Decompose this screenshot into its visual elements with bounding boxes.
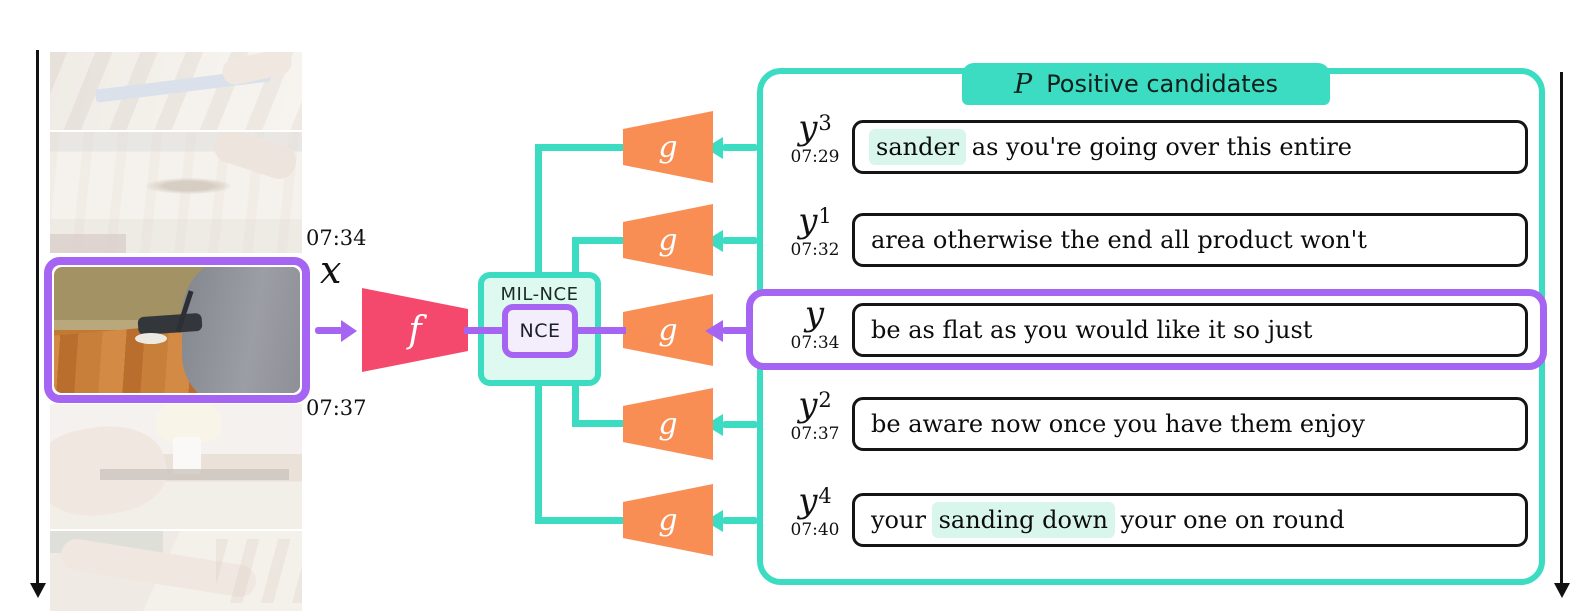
clip-end-time: 07:37	[306, 396, 367, 420]
clip-start-time: 07:34	[306, 226, 367, 250]
candidate-caption-2: area otherwise the end all product won't	[852, 213, 1528, 267]
candidate-caption-4: be aware now once you have them enjoy	[852, 397, 1528, 451]
text-encoder-g1: g	[623, 111, 713, 183]
timeline-arrow-left-head	[30, 583, 46, 598]
video-frame-5	[50, 531, 302, 611]
connector-v-g2	[572, 237, 579, 277]
script-p-symbol: P	[1014, 68, 1033, 100]
g-label: g	[658, 312, 678, 348]
candidate-time: 07:34	[790, 333, 840, 353]
timeline-arrow-left	[36, 50, 39, 584]
nce-label: NCE	[519, 320, 561, 342]
candidate-arrow-2	[722, 237, 758, 244]
candidate-arrow-1	[722, 144, 758, 151]
nce-loss-box: NCE	[502, 304, 578, 358]
candidate-arrow-4	[722, 421, 758, 428]
connector-h-g4	[572, 420, 626, 427]
candidate-time: 07:32	[790, 240, 840, 260]
video-to-f-arrow-head	[341, 320, 357, 342]
candidate-arrow-3-head	[705, 320, 723, 342]
video-frame-3	[54, 267, 300, 393]
connector-h-g5	[535, 517, 626, 524]
person-figure	[181, 267, 300, 393]
caption-text: area otherwise the end all product won't	[871, 226, 1367, 254]
milnce-label: MIL-NCE	[500, 284, 579, 305]
y-superscript: 4	[818, 484, 832, 508]
y-superscript: 2	[818, 388, 832, 412]
y-symbol: y	[798, 201, 818, 241]
text-encoder-g5: g	[623, 484, 713, 556]
candidate-label-1: y3 07:29	[772, 106, 858, 167]
candidate-arrow-5	[722, 517, 758, 524]
candidate-label-4: y2 07:37	[772, 383, 858, 444]
connector-h-g1	[535, 144, 626, 151]
video-frame-2	[50, 132, 302, 253]
text-encoder-g3: g	[623, 294, 713, 366]
clip-label-x: x	[320, 248, 342, 292]
wood-rail	[100, 469, 290, 481]
candidate-arrow-3	[722, 327, 750, 334]
y-symbol: y	[798, 481, 818, 521]
candidate-caption-5: your sanding down your one on round	[852, 493, 1528, 547]
g-label: g	[658, 406, 678, 442]
candidate-label-3: y 07:34	[772, 292, 858, 353]
connector-v-g5	[535, 382, 542, 524]
candidate-time: 07:40	[790, 520, 840, 540]
f-to-nce-line	[464, 327, 506, 334]
candidate-label-5: y4 07:40	[772, 479, 858, 540]
video-encoder-f: f	[362, 288, 468, 372]
connector-v-g1	[535, 144, 542, 276]
candidate-label-2: y1 07:32	[772, 199, 858, 260]
glue-bottle	[173, 436, 202, 474]
connector-v-g4	[572, 382, 579, 427]
y-superscript: 3	[818, 111, 832, 135]
y-symbol: y	[798, 108, 818, 148]
candidate-caption-3: be as flat as you would like it so just	[852, 303, 1528, 357]
candidate-caption-1: sander as you're going over this entire	[852, 120, 1528, 174]
plank-lines	[216, 539, 302, 603]
f-label: f	[408, 309, 422, 351]
dark-edge	[50, 233, 126, 253]
y-symbol: y	[804, 294, 825, 334]
caption-text: your	[871, 506, 934, 534]
nce-to-g-line	[574, 327, 626, 334]
y-symbol: y	[798, 385, 818, 425]
video-frame-selected	[44, 257, 310, 403]
positive-candidates-title: Positive candidates	[1046, 70, 1278, 98]
video-frame-4	[50, 404, 302, 529]
text-encoder-g4: g	[623, 388, 713, 460]
sander-disc	[135, 332, 168, 344]
wood-shavings	[145, 177, 232, 194]
y-superscript: 1	[818, 204, 832, 228]
caption-highlight: sander	[869, 129, 967, 165]
timeline-arrow-right-head	[1554, 583, 1570, 598]
video-frame-1	[50, 52, 302, 130]
text-encoder-g2: g	[623, 204, 713, 276]
caption-text: be aware now once you have them enjoy	[871, 410, 1365, 438]
g-label: g	[658, 502, 678, 538]
caption-highlight: sanding down	[931, 502, 1115, 538]
positive-candidates-banner: P Positive candidates	[962, 63, 1330, 105]
g-label: g	[658, 222, 678, 258]
connector-h-g2	[572, 237, 626, 244]
candidate-time: 07:37	[790, 424, 840, 444]
caption-text: be as flat as you would like it so just	[871, 316, 1313, 344]
caption-text: your one on round	[1112, 506, 1345, 534]
glue-bottle-cap	[155, 404, 222, 442]
candidate-time: 07:29	[790, 147, 840, 167]
video-to-f-arrow	[315, 327, 343, 334]
timeline-arrow-right	[1560, 72, 1563, 584]
caption-text: as you're going over this entire	[964, 133, 1353, 161]
g-label: g	[658, 129, 678, 165]
